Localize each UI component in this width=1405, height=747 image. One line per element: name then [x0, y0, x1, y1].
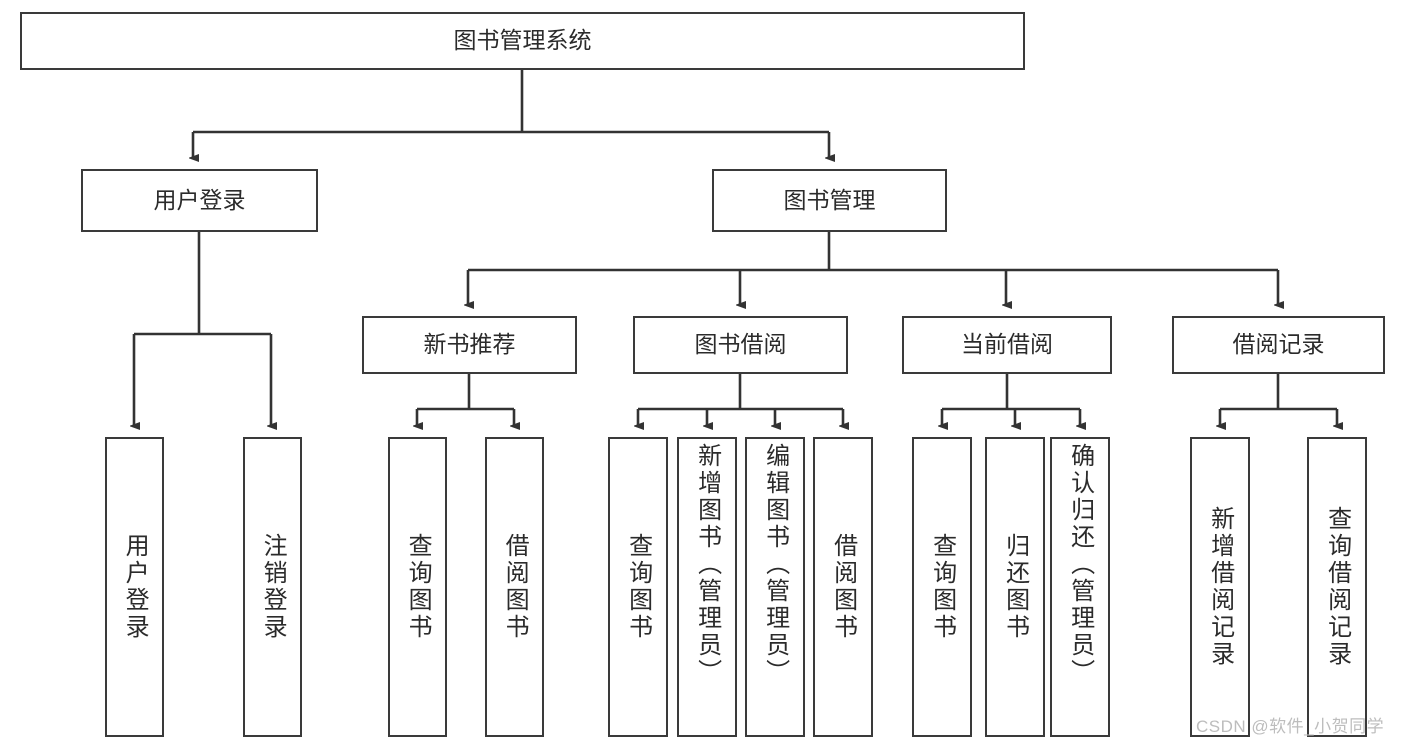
node-new-book-rec: 新书推荐: [362, 316, 577, 374]
node-current-borrow: 当前借阅: [902, 316, 1112, 374]
node-label: 新增借阅记录: [1206, 506, 1234, 668]
node-leaf-query-record: 查询借阅记录: [1307, 437, 1367, 737]
node-leaf-return-book: 归还图书: [985, 437, 1045, 737]
node-user-login: 用户登录: [81, 169, 318, 232]
node-leaf-query-book-2: 查询图书: [608, 437, 668, 737]
node-leaf-add-record: 新增借阅记录: [1190, 437, 1250, 737]
node-root: 图书管理系统: [20, 12, 1025, 70]
node-label: 借阅记录: [1232, 331, 1325, 358]
node-label: 图书借阅: [694, 331, 787, 358]
node-label: 编辑图书（管理员）: [761, 443, 789, 686]
node-label: 用户登录: [121, 533, 149, 641]
node-leaf-confirm-return: 确认归还（管理员）: [1050, 437, 1110, 737]
node-label: 借阅图书: [501, 533, 529, 641]
node-leaf-query-book-1: 查询图书: [388, 437, 447, 737]
node-book-manage: 图书管理: [712, 169, 947, 232]
node-label: 图书管理系统: [453, 27, 592, 54]
node-label: 查询图书: [404, 533, 432, 641]
node-label: 确认归还（管理员）: [1066, 443, 1094, 686]
node-label: 借阅图书: [829, 533, 857, 641]
node-leaf-user-login: 用户登录: [105, 437, 164, 737]
node-label: 当前借阅: [961, 331, 1053, 358]
node-label: 归还图书: [1001, 533, 1029, 641]
node-label: 查询借阅记录: [1323, 506, 1351, 668]
node-label: 图书管理: [783, 186, 876, 213]
node-book-borrow: 图书借阅: [633, 316, 848, 374]
node-label: 新增图书（管理员）: [693, 443, 721, 686]
node-label: 新书推荐: [423, 331, 516, 358]
node-label: 注销登录: [259, 533, 287, 641]
node-label: 用户登录: [153, 186, 246, 213]
node-leaf-add-book: 新增图书（管理员）: [677, 437, 737, 737]
node-label: 查询图书: [624, 533, 652, 641]
node-leaf-borrow-book-1: 借阅图书: [485, 437, 544, 737]
node-leaf-edit-book: 编辑图书（管理员）: [745, 437, 805, 737]
node-leaf-query-book-3: 查询图书: [912, 437, 972, 737]
node-label: 查询图书: [928, 533, 956, 641]
node-leaf-logout: 注销登录: [243, 437, 302, 737]
node-leaf-borrow-book-2: 借阅图书: [813, 437, 873, 737]
csdn-watermark: CSDN @软件_小贺同学: [1196, 717, 1385, 736]
node-borrow-record: 借阅记录: [1172, 316, 1385, 374]
